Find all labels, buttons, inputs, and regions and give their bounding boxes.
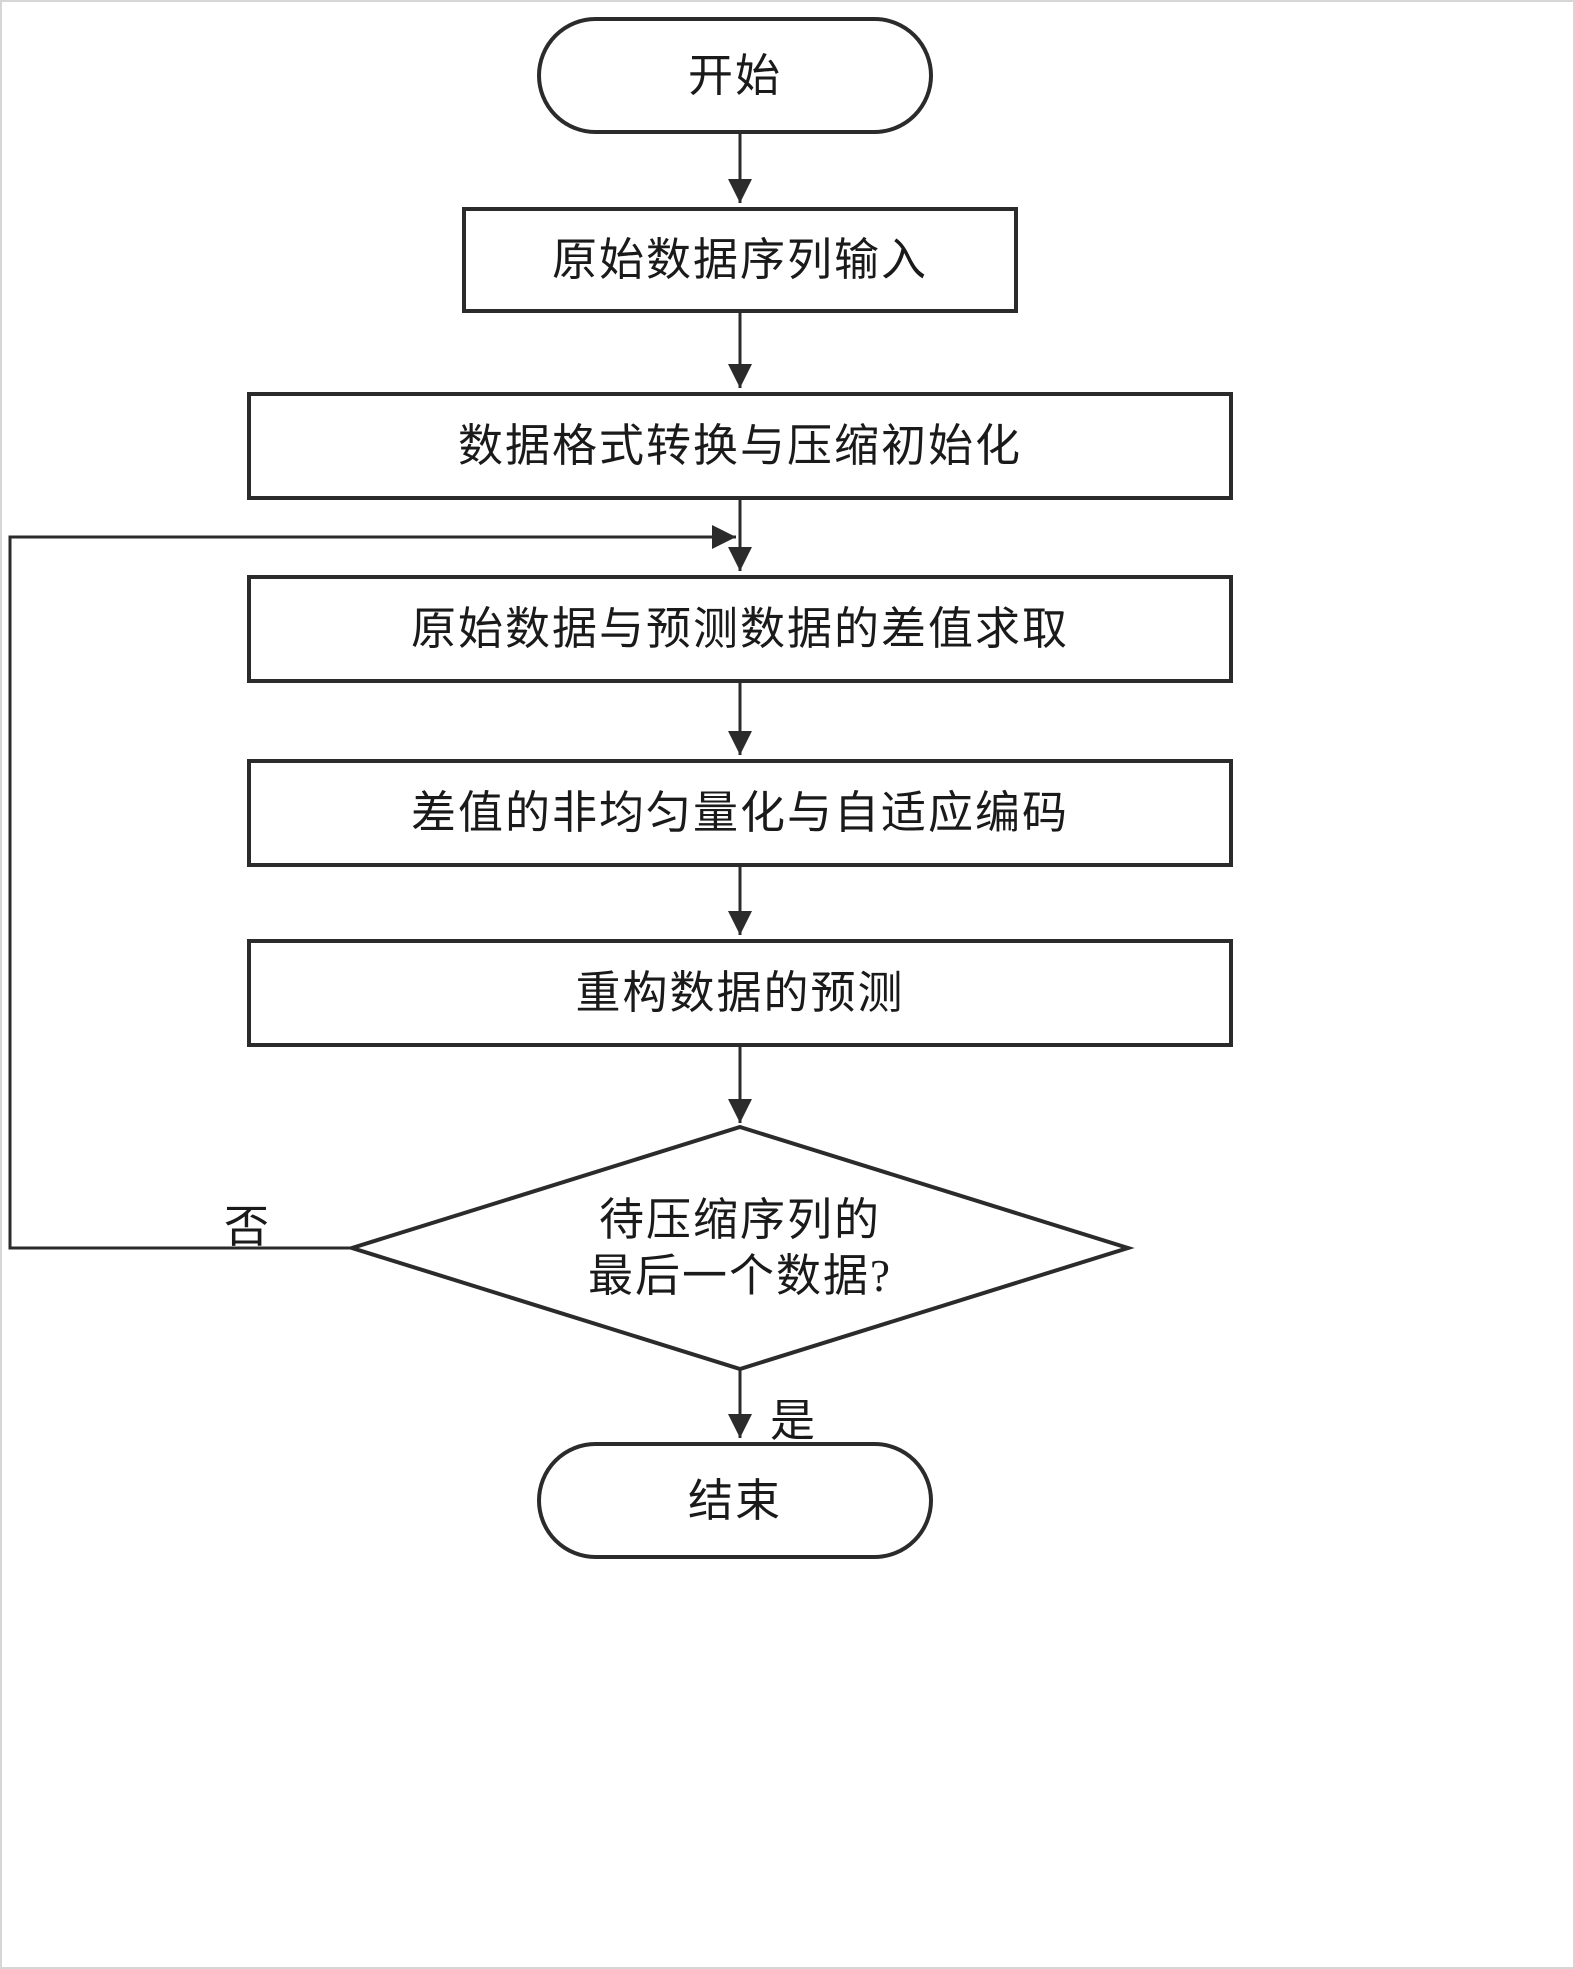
process-input-data-label: 原始数据序列输入 bbox=[551, 235, 928, 285]
decision-last-data-line2: 最后一个数据? bbox=[588, 1251, 892, 1301]
decision-diamond-shape bbox=[345, 1124, 1135, 1372]
process-difference-calculation-label: 原始数据与预测数据的差值求取 bbox=[410, 604, 1069, 654]
branch-label-no: 否 bbox=[224, 1202, 271, 1252]
process-difference-calculation: 原始数据与预测数据的差值求取 bbox=[247, 575, 1233, 683]
decision-last-data-line1: 待压缩序列的 bbox=[598, 1194, 881, 1245]
process-input-data: 原始数据序列输入 bbox=[462, 207, 1018, 313]
process-format-conversion-label: 数据格式转换与压缩初始化 bbox=[457, 421, 1022, 471]
start-node-label: 开始 bbox=[687, 50, 782, 101]
branch-label-yes: 是 bbox=[770, 1396, 817, 1446]
decision-last-data: 待压缩序列的 最后一个数据? bbox=[480, 1177, 1000, 1319]
process-reconstruction-prediction-label: 重构数据的预测 bbox=[575, 968, 905, 1018]
start-node: 开始 bbox=[537, 17, 933, 134]
arrow-loop-no-branch bbox=[8, 525, 736, 1250]
process-quantization-coding: 差值的非均匀量化与自适应编码 bbox=[247, 759, 1233, 867]
process-format-conversion: 数据格式转换与压缩初始化 bbox=[247, 392, 1233, 500]
end-node: 结束 bbox=[537, 1442, 933, 1559]
process-reconstruction-prediction: 重构数据的预测 bbox=[247, 939, 1233, 1047]
process-quantization-coding-label: 差值的非均匀量化与自适应编码 bbox=[410, 788, 1069, 838]
end-node-label: 结束 bbox=[687, 1475, 782, 1526]
